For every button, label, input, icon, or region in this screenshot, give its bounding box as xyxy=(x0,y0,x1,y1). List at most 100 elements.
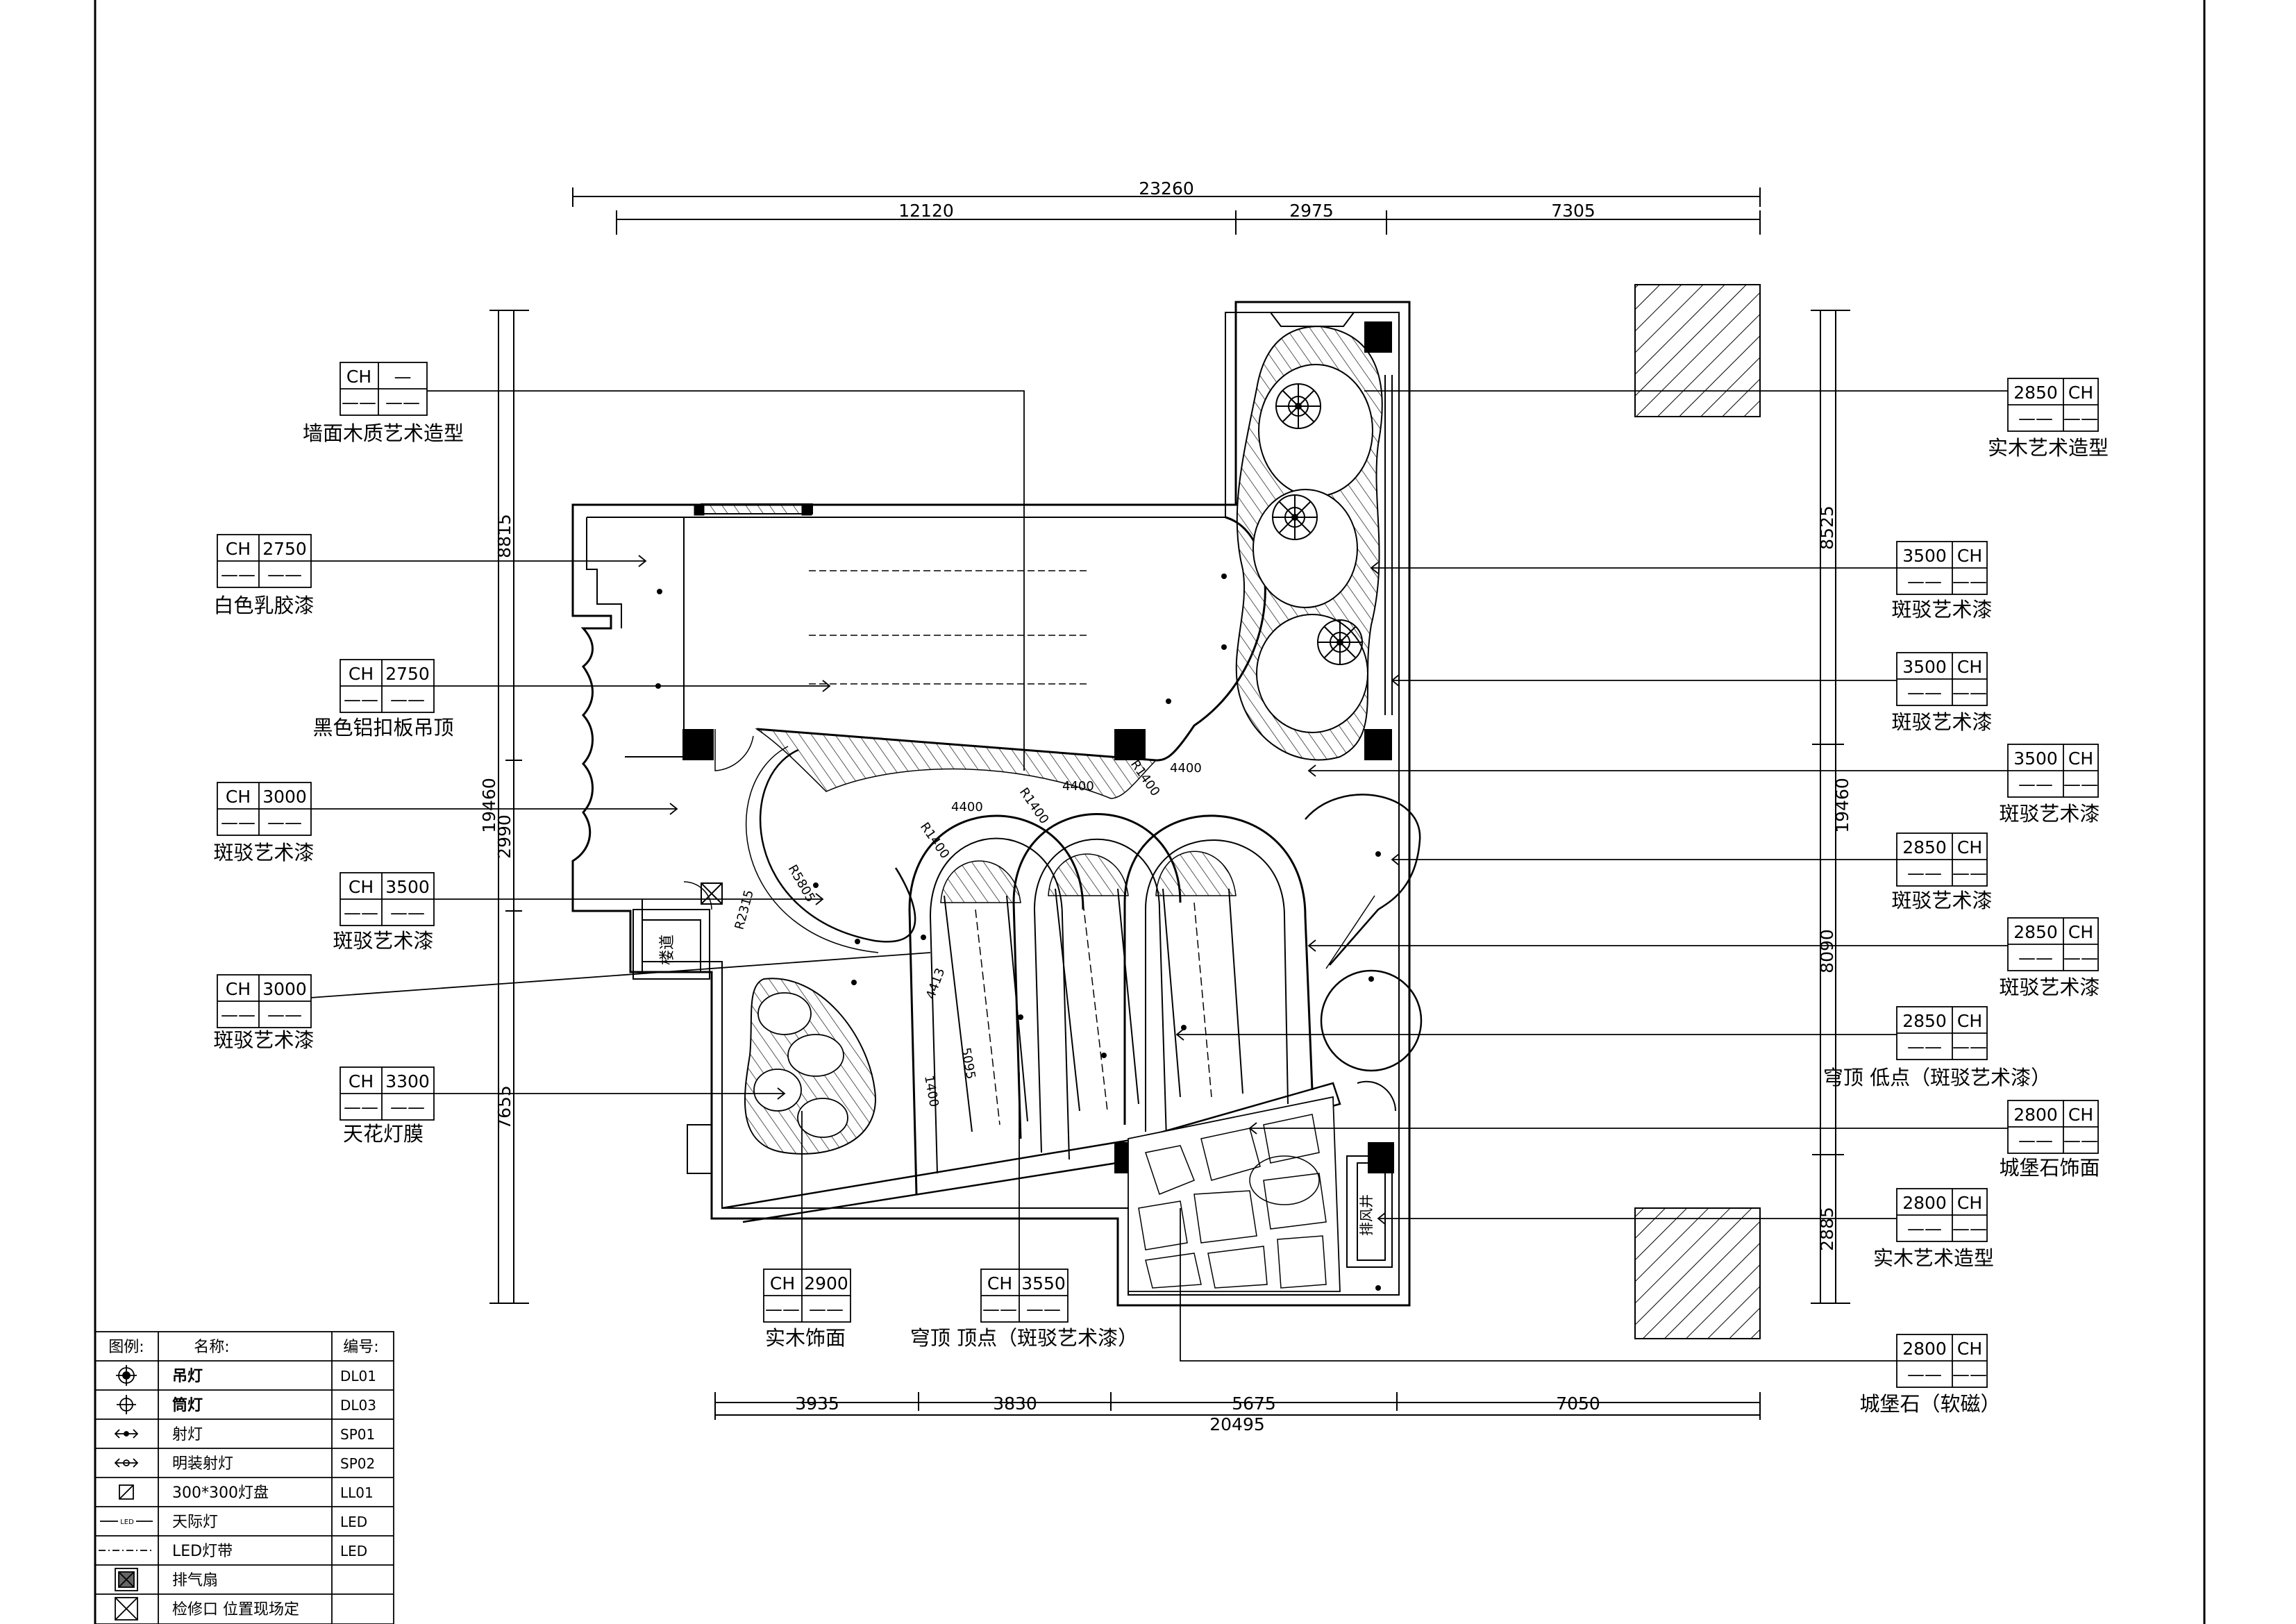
top-dimension-chain xyxy=(572,187,1761,235)
svg-text:——: —— xyxy=(1907,571,1942,592)
svg-text:CH: CH xyxy=(349,664,374,684)
callout-right-6: 2850 CH —— —— xyxy=(1896,1006,1988,1060)
svg-text:CH: CH xyxy=(226,979,251,999)
svg-text:——: —— xyxy=(342,392,376,412)
right-seg-3: 2885 xyxy=(1817,1207,1837,1251)
callout-left-6: CH 3300 —— —— xyxy=(340,1066,435,1121)
left-seg-3: 7655 xyxy=(494,1085,514,1130)
svg-text:CH: CH xyxy=(1957,1339,1982,1359)
callout-left-0-label: 墙面木质艺术造型 xyxy=(303,421,464,445)
svg-text:CH: CH xyxy=(1957,837,1982,857)
svg-text:2800: 2800 xyxy=(1902,1193,1947,1213)
pendant-lamps xyxy=(1272,383,1363,665)
svg-text:—: — xyxy=(394,367,412,387)
right-bulge-wall xyxy=(1305,794,1421,966)
right-lower-bump xyxy=(1357,1080,1396,1112)
svg-text:——: —— xyxy=(344,1097,378,1117)
svg-text:CH: CH xyxy=(2068,1105,2093,1125)
legend-name-8: 检修口 位置现场定 xyxy=(172,1601,299,1618)
svg-text:CH: CH xyxy=(2068,748,2093,769)
callout-bottom-0-label: 实木饰面 xyxy=(765,1326,846,1350)
legend-code-5: LED xyxy=(340,1514,367,1530)
right-seg-2: 8090 xyxy=(1817,929,1837,973)
svg-text:——: —— xyxy=(385,392,420,412)
right-seg-1: 8525 xyxy=(1817,505,1837,550)
legend-name-1: 筒灯 xyxy=(172,1396,203,1414)
svg-text:4400: 4400 xyxy=(1062,779,1094,794)
svg-text:2850: 2850 xyxy=(1902,837,1947,857)
svg-text:3500: 3500 xyxy=(2013,748,2058,769)
svg-text:2850: 2850 xyxy=(1902,1011,1947,1031)
svg-text:——: —— xyxy=(809,1299,844,1319)
svg-text:——: —— xyxy=(221,1005,255,1025)
svg-text:4413: 4413 xyxy=(923,966,948,1001)
callout-right-7-label: 城堡石饰面 xyxy=(1999,1156,2100,1180)
callout-right-1-label: 斑驳艺术漆 xyxy=(1891,598,1992,621)
svg-text:——: —— xyxy=(390,903,425,923)
panel-light-icon xyxy=(119,1484,134,1500)
svg-text:——: —— xyxy=(1907,863,1942,883)
sheet-frame xyxy=(94,0,2206,1624)
svg-text:CH: CH xyxy=(987,1273,1012,1294)
vent-shaft-label: 排风井 xyxy=(1358,1194,1375,1236)
callout-right-8-label: 实木艺术造型 xyxy=(1873,1246,1994,1270)
right-round-feature xyxy=(1320,969,1423,1072)
svg-text:2750: 2750 xyxy=(385,664,430,684)
callout-left-3-label: 斑驳艺术漆 xyxy=(213,841,314,864)
top-seg-1: 12120 xyxy=(898,201,954,221)
legend-name-5: 天际灯 xyxy=(172,1514,218,1531)
svg-text:R1400: R1400 xyxy=(917,820,953,862)
svg-text:——: —— xyxy=(267,1005,302,1025)
svg-text:R2315: R2315 xyxy=(732,889,757,932)
callout-right-5-label: 斑驳艺术漆 xyxy=(1999,976,2100,999)
svg-text:——: —— xyxy=(2018,774,2053,794)
floor-plan xyxy=(571,301,1411,1307)
svg-text:CH: CH xyxy=(1957,1011,1982,1031)
callout-right-4: 2850 CH —— —— xyxy=(1896,832,1988,887)
downlight-icon xyxy=(117,1395,136,1414)
castle-stone-ceiling xyxy=(1128,1096,1341,1292)
callout-right-7: 2800 CH —— —— xyxy=(2007,1100,2099,1154)
svg-text:——: —— xyxy=(2018,1130,2053,1150)
callout-bottom-1-label: 穹顶 顶点（斑驳艺术漆） xyxy=(910,1326,1138,1350)
svg-text:——: —— xyxy=(2018,408,2053,428)
svg-text:——: —— xyxy=(1952,863,1987,883)
svg-text:——: —— xyxy=(2063,774,2098,794)
left-seg-2: 2990 xyxy=(494,814,514,859)
legend-name-0: 吊灯 xyxy=(172,1368,203,1385)
callout-right-0-label: 实木艺术造型 xyxy=(1988,436,2109,460)
callout-right-0: 2850 CH —— —— xyxy=(2007,378,2099,432)
left-seg-1: 8815 xyxy=(494,514,514,558)
svg-text:3550: 3550 xyxy=(1021,1273,1066,1294)
top-seg-2: 2975 xyxy=(1289,201,1334,221)
svg-text:——: —— xyxy=(1952,1219,1987,1239)
legend-code-1: DL03 xyxy=(340,1397,376,1414)
svg-text:——: —— xyxy=(390,1097,425,1117)
svg-text:——: —— xyxy=(1907,683,1942,703)
skyline-light-icon-text: LED xyxy=(120,1518,134,1526)
svg-text:——: —— xyxy=(267,564,302,585)
svg-text:——: —— xyxy=(221,564,255,585)
legend-code-3: SP02 xyxy=(340,1455,375,1472)
callout-left-5: CH 3000 —— —— xyxy=(217,974,312,1028)
callout-bottom-0: CH 2900 —— —— xyxy=(763,1269,851,1323)
callout-right-8: 2800 CH —— —— xyxy=(1896,1188,1988,1242)
svg-text:——: —— xyxy=(390,689,425,710)
bottom-seg-1: 3935 xyxy=(795,1393,839,1414)
bottom-total-dim: 20495 xyxy=(1209,1414,1265,1434)
svg-text:2750: 2750 xyxy=(262,539,307,559)
bottom-seg-3: 5675 xyxy=(1232,1393,1276,1414)
callout-left-2-label: 黑色铝扣板吊顶 xyxy=(312,716,453,739)
access-panel-icon xyxy=(115,1597,138,1621)
callout-left-1-label: 白色乳胶漆 xyxy=(213,594,314,617)
arched-vaults xyxy=(908,813,1314,1195)
svg-text:3500: 3500 xyxy=(385,877,430,897)
callout-right-9: 2800 CH —— —— xyxy=(1896,1334,1988,1388)
svg-text:2850: 2850 xyxy=(2013,383,2058,403)
svg-text:——: —— xyxy=(344,689,378,710)
top-seg-3: 7305 xyxy=(1551,201,1595,221)
svg-text:5095: 5095 xyxy=(958,1046,978,1080)
svg-text:CH: CH xyxy=(226,539,251,559)
legend-name-2: 射灯 xyxy=(172,1426,203,1443)
top-total-dim: 23260 xyxy=(1139,178,1194,199)
